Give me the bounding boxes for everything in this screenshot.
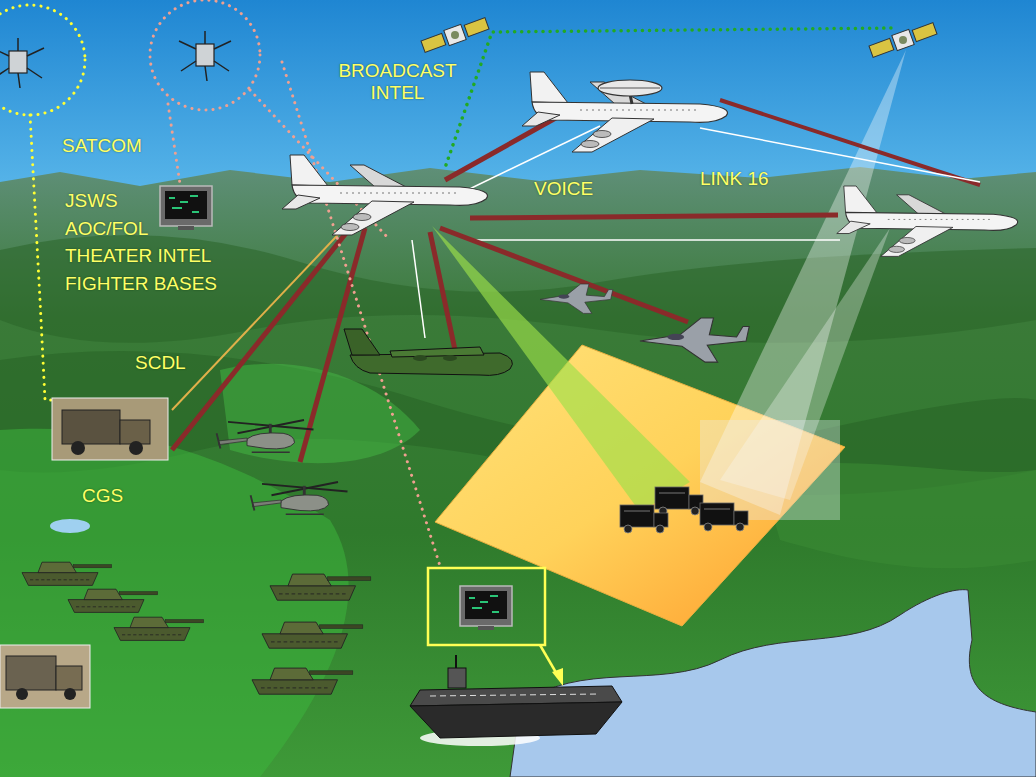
aircraft-part-part [443,355,457,361]
workstations-part [428,568,545,645]
ground-stations-part [16,688,28,700]
ground-stations [0,398,168,708]
callout-label: FIGHTER BASES [65,273,217,295]
ground-stations-part [120,420,150,444]
ground-forces-part [252,668,353,694]
satellites-part [421,18,489,53]
callout-label: JSWS [65,190,118,212]
datalinks-part [440,228,688,322]
ground-forces-part [262,622,363,648]
aircraft-part [217,420,314,452]
ship-part [430,694,600,696]
aircraft-part [282,155,488,235]
satellites-part [179,31,231,81]
ground-forces-part [68,589,158,612]
ground-stations-part [62,410,120,444]
callout-label: SATCOM [62,135,142,157]
ship-part [455,655,457,668]
callout-label: BROADCAST INTEL [325,60,470,104]
ground-stations-part [129,441,143,455]
aircraft [217,72,1018,514]
aircraft-part-part [598,80,662,96]
callout-label: SCDL [135,352,186,374]
datalinks-part [430,232,455,350]
workstations-part [552,668,563,686]
aircraft-part [837,186,1018,256]
ship [410,655,622,746]
satellites-part [869,23,937,58]
ground-stations-part [6,656,56,690]
ground-stations-part [56,666,82,690]
aircraft-part [640,318,749,362]
callout-label: CGS [82,485,123,507]
ground-stations-part [64,688,76,700]
satcom-links-part [446,28,895,165]
ground-forces-part [700,503,748,531]
satellites-part [0,38,44,88]
background-part [220,364,420,463]
callout-label: AOC/FOL [65,218,148,240]
ground-forces-part [270,574,371,600]
background-part [0,167,1036,777]
water [510,590,1036,777]
aircraft-part [522,72,728,152]
datalinks [172,100,980,462]
aircraft-part [251,482,348,514]
workstations-part [160,186,212,230]
ground-forces-part [655,487,703,515]
aircraft-part [540,284,613,313]
ground-forces-part [22,562,112,585]
aircraft-part-part [390,347,484,357]
callout-label: THEATER INTEL [65,245,211,267]
satcom-links-part [0,5,85,115]
sensor-beams [432,50,906,520]
ground-stations-part [71,441,85,455]
aircraft-part-part [600,88,660,89]
background-part [0,429,349,777]
aircraft-part-part [344,329,380,355]
ground-forces-part [620,505,668,533]
workstations-part [460,586,512,630]
ground-forces-part [114,617,204,640]
satcom-links [0,0,895,566]
callout-label: VOICE [534,178,593,200]
water-part [510,590,1036,777]
datalinks-part [412,240,425,338]
satcom-links-part [30,115,52,400]
ship-part [410,702,622,738]
aircraft-part-part [413,355,427,361]
datalinks-part [470,215,838,218]
workstations [160,186,563,686]
ground-stations-part [0,645,90,708]
background-part [50,519,90,533]
ground-forces [22,487,748,694]
aircraft-part-part [522,72,728,152]
satcom-links-part [168,104,180,184]
satellites [0,18,937,88]
datalinks-part [470,239,840,241]
callout-label: LINK 16 [700,168,769,190]
aircraft-part [344,329,512,375]
ground-stations-part [52,398,168,460]
ship-part [448,668,466,688]
satcom-links-part [282,62,440,566]
satcom-links-part [150,0,260,110]
